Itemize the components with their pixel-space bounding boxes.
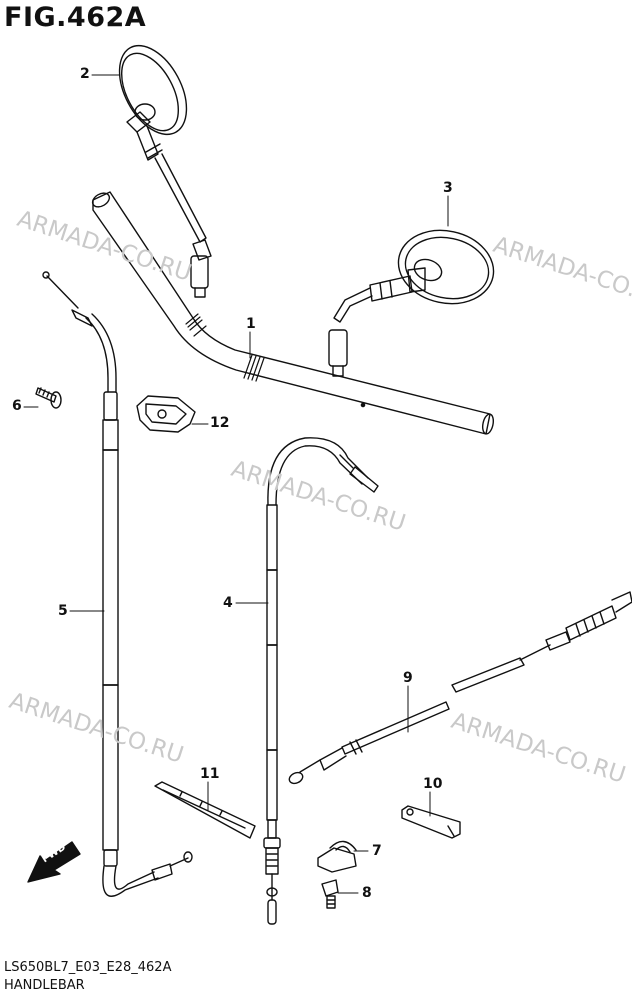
left-mirror <box>118 44 212 298</box>
part-callout-2: 2 <box>80 66 90 82</box>
part-callout-6: 6 <box>12 398 22 414</box>
part-callout-5: 5 <box>58 603 68 619</box>
screw-8 <box>321 879 339 909</box>
clamp-12 <box>136 395 196 433</box>
part-callout-11: 11 <box>200 766 220 782</box>
handlebar-tube <box>91 191 495 435</box>
fwd-arrow-shape <box>27 841 81 883</box>
bracket-10 <box>401 805 461 839</box>
part-callout-8: 8 <box>362 885 372 901</box>
right-mirror <box>328 229 495 377</box>
cable-5 <box>42 271 193 897</box>
part-callout-7: 7 <box>372 843 382 859</box>
diagram-code: LS650BL7_E03_E28_462A <box>4 960 172 975</box>
part-callout-12: 12 <box>210 415 230 431</box>
bolt-6 <box>35 387 62 409</box>
diagram-name: HANDLEBAR <box>4 978 85 993</box>
figure-title: FIG.462A <box>4 2 147 33</box>
part-callout-9: 9 <box>403 670 413 686</box>
part-callout-3: 3 <box>443 180 453 196</box>
cable-9 <box>288 591 632 785</box>
cable-4 <box>263 437 379 925</box>
part-callout-1: 1 <box>246 316 256 332</box>
part-callout-4: 4 <box>223 595 233 611</box>
cable-tie-11 <box>154 781 256 839</box>
leader-lines <box>23 74 449 894</box>
part-callout-10: 10 <box>423 776 443 792</box>
cable-guide-7 <box>317 840 357 873</box>
